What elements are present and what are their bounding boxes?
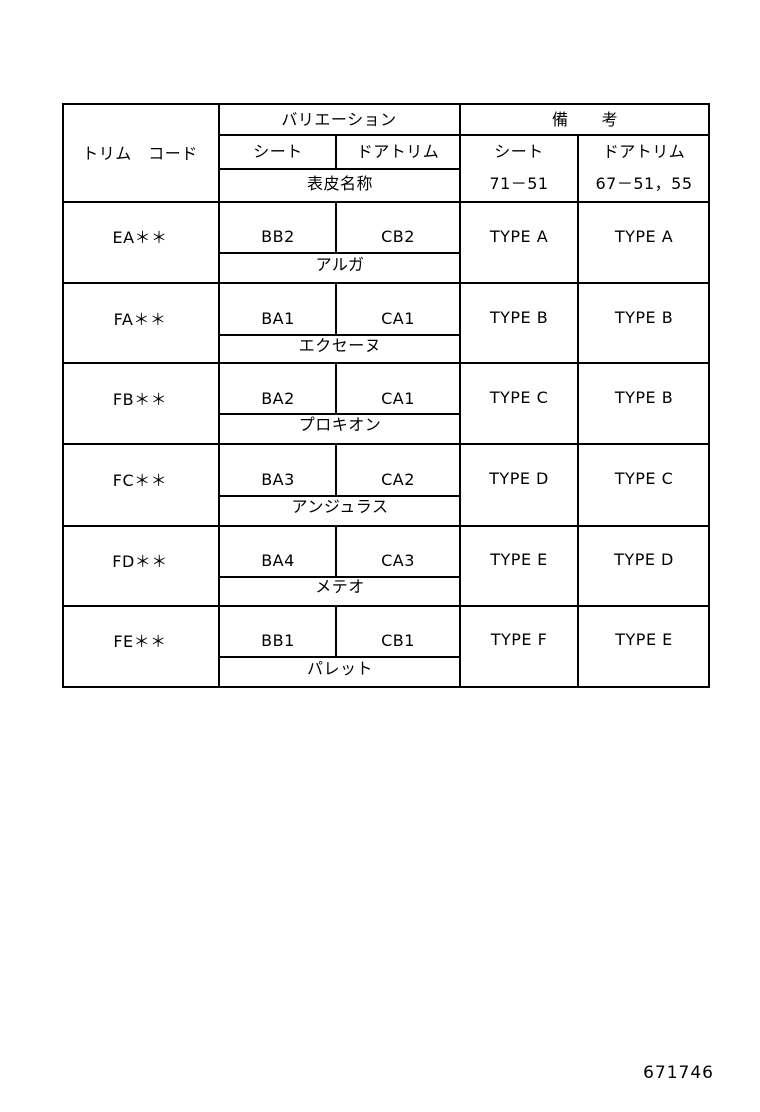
column-divider	[335, 201, 337, 254]
table-border-bottom	[62, 686, 710, 688]
door-trim-code-cell: CA3	[381, 551, 415, 570]
remark-seat-type-cell: TYPE E	[490, 550, 548, 569]
row-divider	[62, 443, 710, 445]
header-surface-name: 表皮名称	[306, 174, 374, 193]
header-remarks-door-code: 67－51，55	[595, 174, 693, 193]
surface-name-cell: アルガ	[315, 255, 365, 274]
table-border-right	[708, 103, 710, 688]
door-trim-code-cell: CA1	[381, 389, 415, 408]
remark-seat-type-cell: TYPE D	[489, 469, 549, 488]
door-trim-code-cell: CA2	[381, 470, 415, 489]
seat-code-cell: BA3	[261, 470, 295, 489]
column-divider	[335, 134, 337, 170]
door-trim-code-cell: CB1	[381, 631, 415, 650]
table-border-left	[62, 103, 64, 688]
trim-code-cell: FA＊＊	[113, 310, 167, 329]
header-trim-code: トリム コード	[82, 144, 198, 163]
trim-code-cell: FC＊＊	[112, 471, 168, 490]
sub-row-divider	[218, 334, 461, 336]
row-divider	[62, 605, 710, 607]
column-divider	[577, 134, 579, 688]
remark-door-type-cell: TYPE B	[614, 308, 674, 327]
column-divider	[459, 103, 461, 688]
remark-seat-type-cell: TYPE F	[490, 630, 548, 649]
remark-door-type-cell: TYPE B	[614, 388, 674, 407]
table-border-top	[62, 103, 710, 105]
remark-door-type-cell: TYPE E	[615, 630, 673, 649]
surface-name-cell: プロキオン	[298, 415, 382, 434]
surface-name-cell: パレット	[306, 659, 374, 678]
door-trim-code-cell: CB2	[381, 227, 415, 246]
row-divider	[62, 201, 710, 203]
sub-row-divider	[218, 576, 461, 578]
figure-number: 671746	[643, 1063, 714, 1083]
remark-door-type-cell: TYPE A	[614, 227, 674, 246]
header-remarks: 備 考	[551, 110, 619, 129]
header-variation-door-trim: ドアトリム	[356, 142, 440, 161]
remark-seat-type-cell: TYPE B	[489, 308, 549, 327]
row-divider	[62, 362, 710, 364]
header-divider	[218, 168, 461, 170]
remark-seat-type-cell: TYPE C	[489, 388, 549, 407]
surface-name-cell: エクセーヌ	[298, 336, 382, 355]
surface-name-cell: メテオ	[315, 577, 365, 596]
door-trim-code-cell: CA1	[381, 309, 415, 328]
seat-code-cell: BA4	[261, 551, 295, 570]
header-remarks-seat: シート	[494, 142, 544, 161]
header-variation-seat: シート	[253, 142, 303, 161]
header-divider	[218, 134, 710, 136]
remark-door-type-cell: TYPE C	[614, 469, 674, 488]
column-divider	[335, 525, 337, 578]
trim-code-cell: FB＊＊	[112, 390, 168, 409]
seat-code-cell: BA1	[261, 309, 295, 328]
column-divider	[335, 362, 337, 415]
header-remarks-door-trim: ドアトリム	[602, 142, 686, 161]
row-divider	[62, 525, 710, 527]
trim-code-cell: FE＊＊	[113, 632, 167, 651]
column-divider	[335, 282, 337, 336]
header-remarks-seat-code: 71－51	[489, 174, 549, 193]
remark-door-type-cell: TYPE D	[614, 550, 674, 569]
remark-seat-type-cell: TYPE A	[489, 227, 549, 246]
trim-variation-table: トリム コード バリエーション 備 考 シート ドアトリム シート ドアトリム …	[62, 103, 710, 688]
sub-row-divider	[218, 495, 461, 497]
column-divider	[218, 103, 220, 688]
seat-code-cell: BA2	[261, 389, 295, 408]
header-variation: バリエーション	[281, 110, 397, 129]
sub-row-divider	[218, 656, 461, 658]
column-divider	[335, 605, 337, 658]
sub-row-divider	[218, 252, 461, 254]
row-divider	[62, 282, 710, 284]
seat-code-cell: BB2	[261, 227, 295, 246]
trim-code-cell: FD＊＊	[112, 552, 168, 571]
sub-row-divider	[218, 413, 461, 415]
trim-code-cell: EA＊＊	[112, 228, 168, 247]
seat-code-cell: BB1	[261, 631, 295, 650]
surface-name-cell: アンジュラス	[291, 497, 389, 516]
column-divider	[335, 443, 337, 497]
